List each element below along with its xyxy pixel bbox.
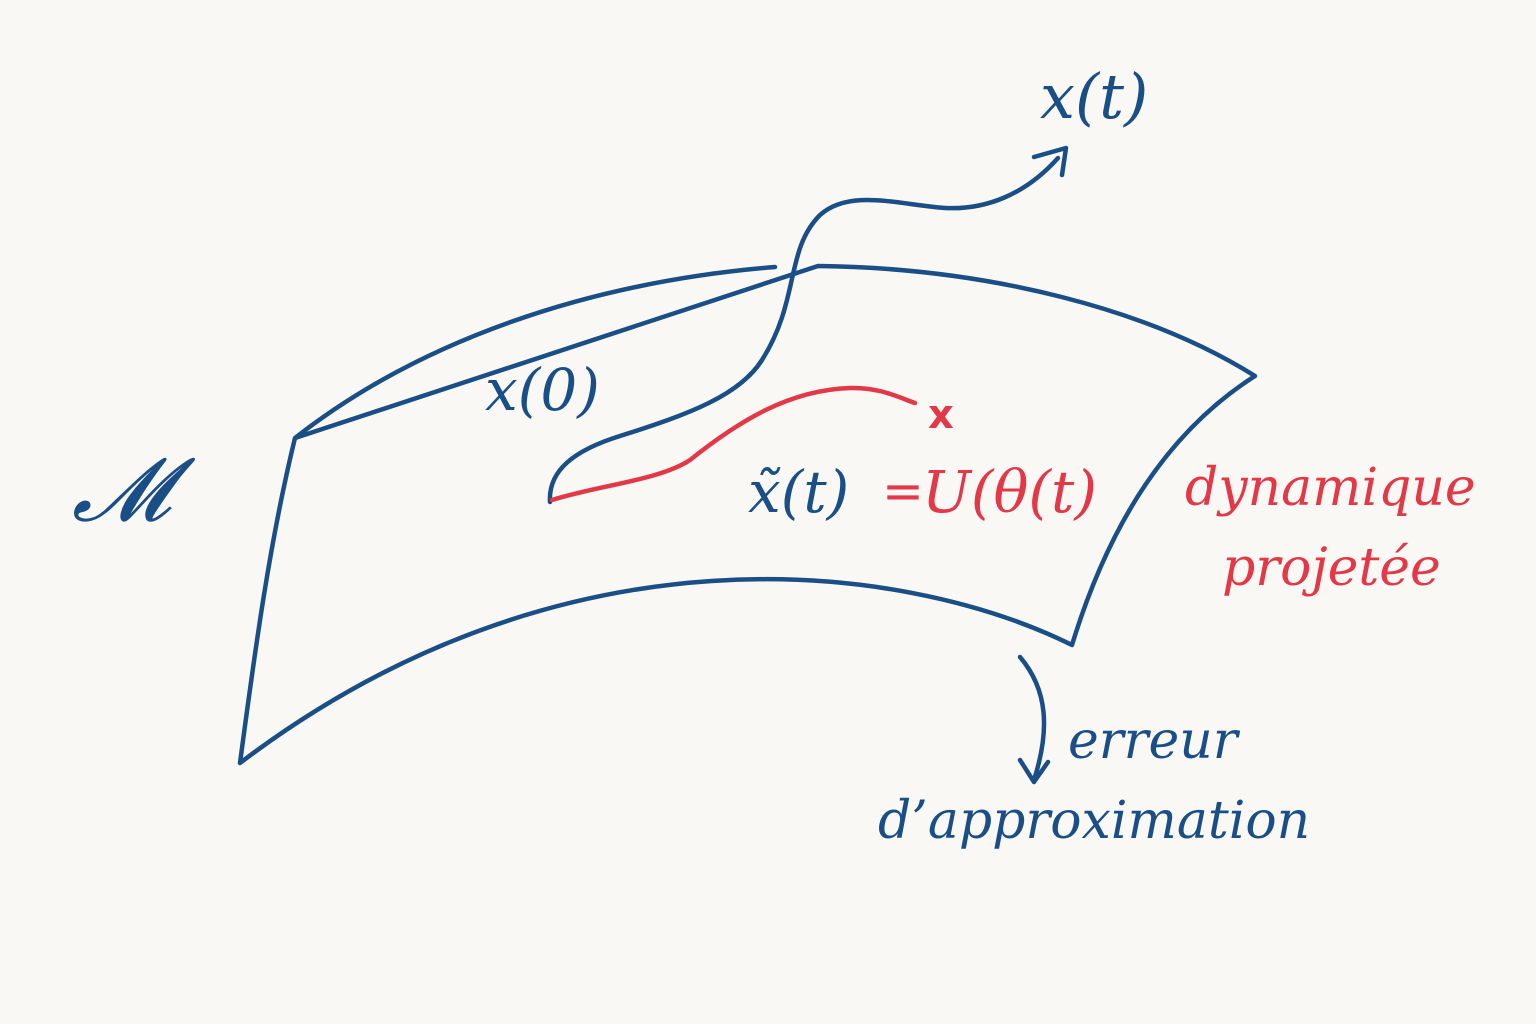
projected-dynamics-line2: projetée [1222, 538, 1441, 598]
xt-label: x(t) [1040, 60, 1148, 133]
x-tilde-lhs-label: x̃(t) [748, 458, 849, 526]
red-marker-label: x [928, 392, 954, 438]
equals-label: = [882, 462, 924, 520]
error-line2: d’approximation [878, 791, 1310, 851]
projected-trajectory [549, 385, 918, 503]
true-trajectory-arrowhead [1031, 145, 1069, 178]
error-arrowhead [1017, 757, 1051, 785]
true-trajectory [547, 155, 1061, 505]
error-line1: erreur [1068, 711, 1241, 771]
manifold-label: 𝓜 [72, 438, 196, 541]
manifold-surface [237, 263, 1258, 766]
x-tilde-rhs-label: U(θ(t) [922, 458, 1097, 526]
projected-dynamics-line1: dynamique [1185, 458, 1476, 518]
error-arrow [1017, 654, 1047, 783]
x0-label: x(0) [485, 356, 600, 424]
